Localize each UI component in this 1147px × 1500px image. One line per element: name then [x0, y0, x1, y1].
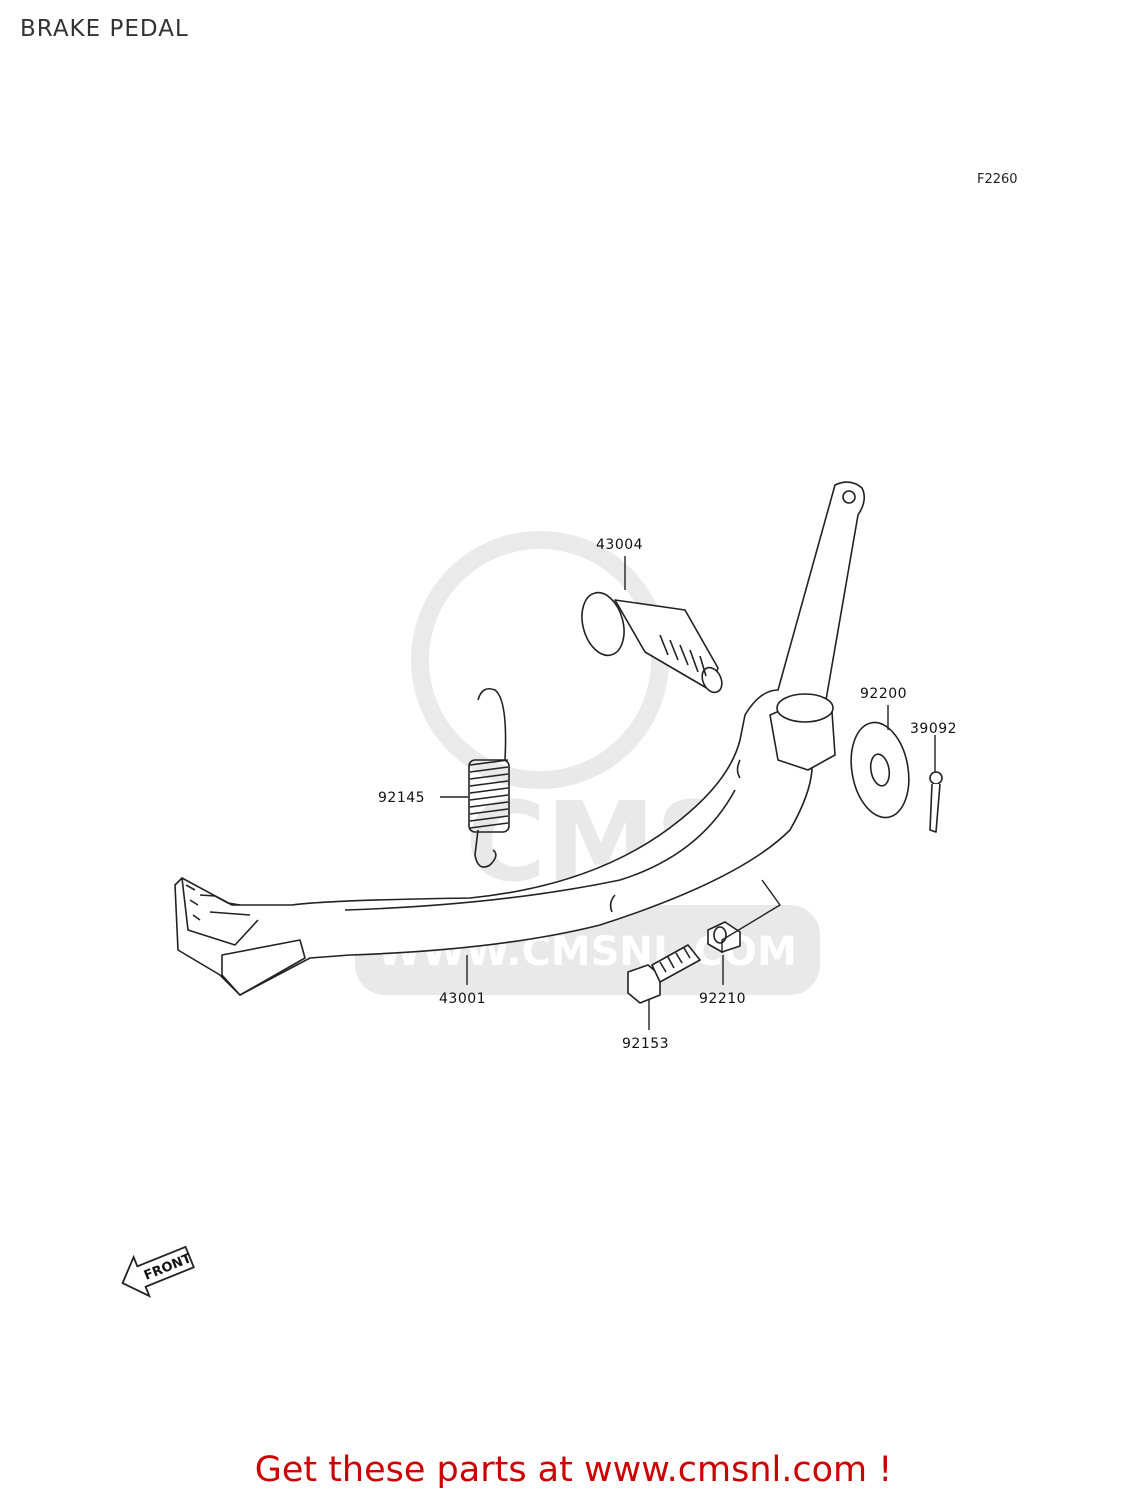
label-39092: 39092	[910, 721, 957, 737]
label-43001: 43001	[439, 991, 486, 1007]
page-title: BRAKE PEDAL	[20, 16, 189, 42]
label-92200: 92200	[860, 686, 907, 702]
label-92145: 92145	[378, 790, 425, 806]
washer-part[interactable]	[844, 718, 916, 822]
pivot-shaft-part[interactable]	[575, 588, 725, 696]
nut-part[interactable]	[707, 921, 741, 953]
return-spring-part[interactable]	[468, 687, 510, 868]
front-arrow-icon: FRONT	[121, 1245, 195, 1298]
promo-link[interactable]: Get these parts at www.cmsnl.com !	[254, 1450, 893, 1490]
leader-lines	[440, 556, 936, 1030]
label-43004: 43004	[596, 537, 643, 553]
figure-code: F2260	[977, 172, 1018, 187]
cotter-pin-part[interactable]	[929, 771, 943, 833]
label-92153: 92153	[622, 1036, 669, 1052]
brake-pedal-part[interactable]	[174, 481, 866, 996]
label-92210: 92210	[699, 991, 746, 1007]
bolt-part[interactable]	[627, 944, 701, 1004]
